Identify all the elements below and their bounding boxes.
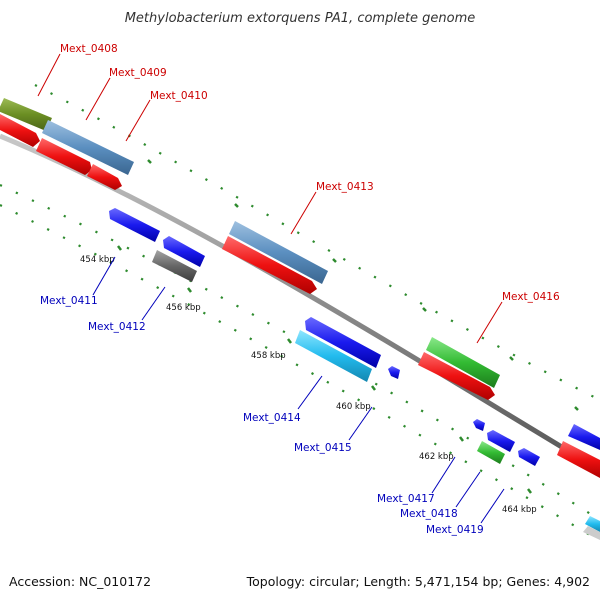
summary-text: Topology: circular; Length: 5,471,154 bp… [246,574,590,589]
gene-mext-0418[interactable] [477,441,505,464]
leader-lines-bottom [92,256,505,524]
scale-label-456: 456 kbp [166,303,201,313]
cds-features-forward [0,98,600,478]
gene-labels-bottom: Mext_0411 Mext_0412 Mext_0414 Mext_0415 … [40,295,484,536]
accession-text: Accession: NC_010172 [9,574,151,589]
scale-ticks [117,159,579,494]
gene-red-2[interactable] [36,138,92,175]
gene-mext-0419[interactable] [518,448,540,466]
label-mext-0418[interactable]: Mext_0418 [400,508,458,520]
scale-label-454: 454 kbp [80,255,115,265]
gene-mext-0416[interactable] [426,337,500,388]
label-mext-0411[interactable]: Mext_0411 [40,295,98,307]
label-mext-0412[interactable]: Mext_0412 [88,321,146,333]
gene-red-4[interactable] [222,236,317,294]
gene-mext-0415[interactable] [295,330,372,382]
gene-mext-0413[interactable] [229,221,328,284]
gene-mext-0408[interactable] [0,98,52,131]
gene-mext-0412[interactable] [152,250,197,282]
label-mext-0408[interactable]: Mext_0408 [60,43,118,55]
gene-fwd-edge-blue[interactable] [568,424,600,450]
cds-features-reverse [109,208,600,540]
gene-edge-grey[interactable] [583,526,600,540]
leader-lines-top [37,53,503,344]
gene-small-blue-1[interactable] [388,366,400,379]
gene-mext-0414[interactable] [305,317,381,368]
scale-labels: 454 kbp 456 kbp 458 kbp 460 kbp 462 kbp … [80,255,537,515]
label-mext-0410[interactable]: Mext_0410 [150,90,208,102]
gene-red-6[interactable] [557,441,600,478]
label-mext-0414[interactable]: Mext_0414 [243,412,301,424]
scale-label-460: 460 kbp [336,402,371,412]
gene-red-3[interactable] [87,164,122,190]
scale-label-464: 464 kbp [502,505,537,515]
gene-edge-cyan[interactable] [585,516,600,532]
gene-mext-0409[interactable] [42,120,134,175]
gene-red-5[interactable] [418,352,495,400]
label-mext-0409[interactable]: Mext_0409 [109,67,167,79]
gene-mext-0417[interactable] [487,430,515,452]
map-title: Methylobacterium extorquens PA1, complet… [125,11,476,26]
scale-label-458: 458 kbp [251,351,286,361]
dotted-track-lower-1 [0,184,600,521]
gene-small-blue-2[interactable] [473,419,485,431]
scale-label-462: 462 kbp [419,452,454,462]
label-mext-0413[interactable]: Mext_0413 [316,181,374,193]
gene-red-1[interactable] [0,114,40,147]
gene-labels-top: Mext_0408 Mext_0409 Mext_0410 Mext_0413 … [60,43,560,303]
gene-mext-0412-a[interactable] [163,236,205,267]
label-mext-0415[interactable]: Mext_0415 [294,442,352,454]
label-mext-0416[interactable]: Mext_0416 [502,291,560,303]
label-mext-0417[interactable]: Mext_0417 [377,493,435,505]
gene-mext-0411[interactable] [109,208,160,242]
label-mext-0419[interactable]: Mext_0419 [426,524,484,536]
